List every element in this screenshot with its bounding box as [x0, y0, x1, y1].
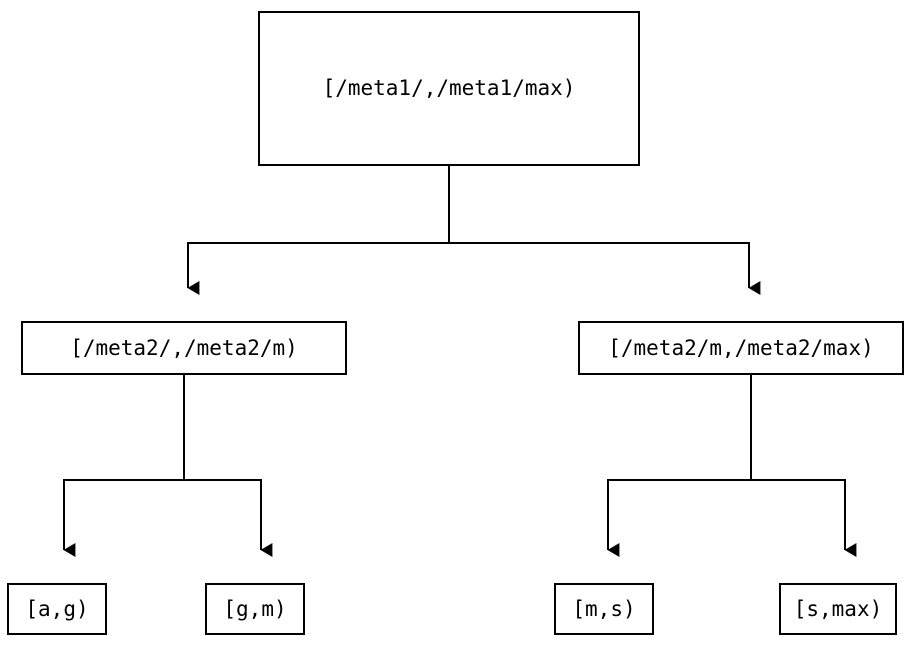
node-mid-right-label: [/meta2/m,/meta2/max)	[608, 335, 874, 360]
edge-root-to-mid-right	[448, 166, 761, 295]
edge-mid-left-to-leaf-gm	[183, 375, 273, 557]
node-leaf-ms[interactable]: [m,s)	[554, 583, 654, 635]
node-root[interactable]: [/meta1/,/meta1/max)	[258, 11, 640, 166]
node-mid-left[interactable]: [/meta2/,/meta2/m)	[21, 321, 347, 375]
node-leaf-smax-label: [s,max)	[793, 596, 883, 621]
node-leaf-ag[interactable]: [a,g)	[7, 583, 107, 635]
edge-mid-right-to-leaf-smax	[750, 375, 857, 557]
edge-mid-left-to-leaf-ag	[63, 375, 185, 557]
node-leaf-gm-label: [g,m)	[223, 596, 287, 621]
node-mid-left-label: [/meta2/,/meta2/m)	[70, 335, 298, 360]
edge-mid-right-to-leaf-ms	[607, 375, 752, 557]
node-root-label: [/meta1/,/meta1/max)	[322, 76, 576, 100]
node-leaf-smax[interactable]: [s,max)	[779, 583, 897, 635]
node-leaf-ms-label: [m,s)	[572, 596, 636, 621]
node-leaf-gm[interactable]: [g,m)	[205, 583, 305, 635]
node-leaf-ag-label: [a,g)	[25, 596, 89, 621]
edge-root-to-mid-left	[187, 166, 450, 295]
node-mid-right[interactable]: [/meta2/m,/meta2/max)	[578, 321, 904, 375]
